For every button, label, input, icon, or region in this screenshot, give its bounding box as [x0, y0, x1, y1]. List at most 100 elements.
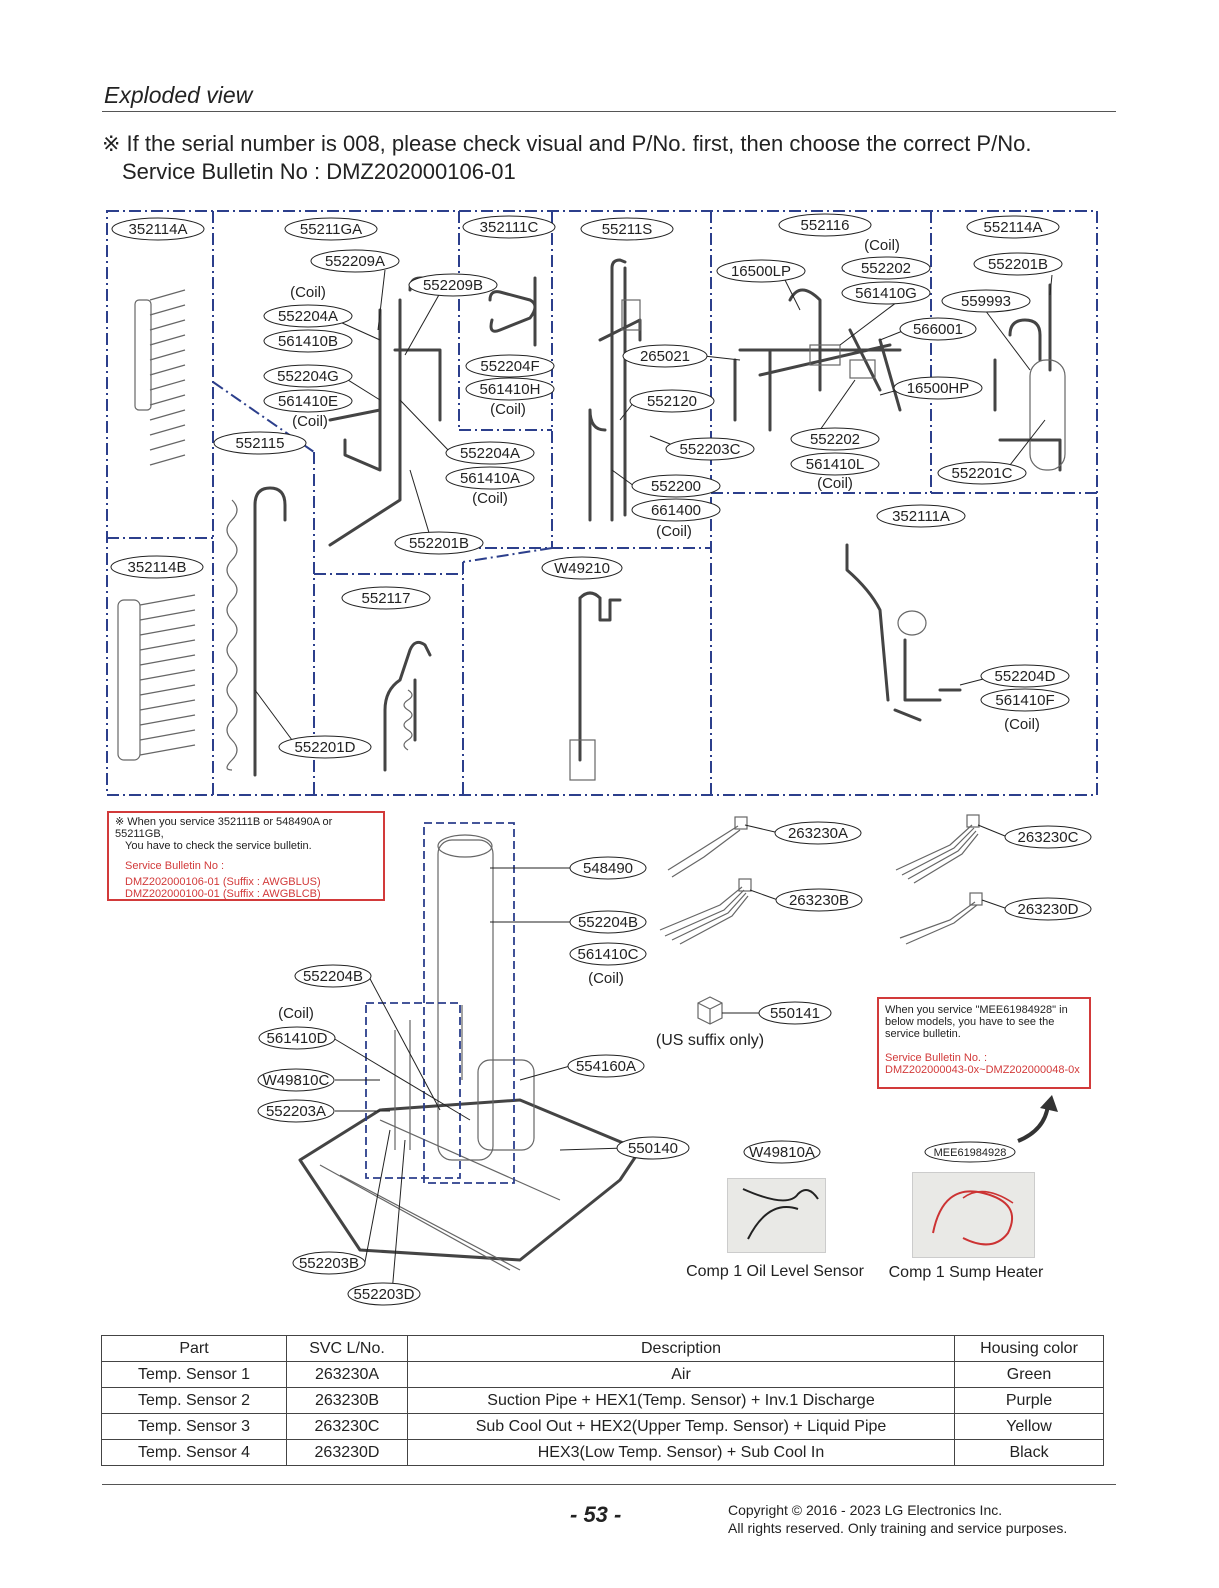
- table-cell: Suction Pipe + HEX1(Temp. Sensor) + Inv.…: [407, 1387, 955, 1414]
- callout-552204F: 552204F: [480, 358, 539, 375]
- callout-548490: 548490: [583, 860, 633, 877]
- callout-552203A: 552203A: [266, 1103, 326, 1120]
- us-suffix-note: (US suffix only): [656, 1032, 764, 1049]
- bulletin-left-sb-title: Service Bulletin No :: [125, 860, 225, 872]
- coil-label: (Coil): [1004, 716, 1040, 733]
- table-cell: Black: [954, 1439, 1104, 1466]
- callout-561410L: 561410L: [806, 456, 864, 473]
- sump-heater-photo: [912, 1172, 1035, 1258]
- oil-sensor-wire-icon: [742, 1188, 819, 1240]
- table-cell: 263230C: [286, 1413, 408, 1440]
- coil-label: (Coil): [817, 475, 853, 492]
- coil-label: (Coil): [290, 284, 326, 301]
- table-cell: Sub Cool Out + HEX2(Upper Temp. Sensor) …: [407, 1413, 955, 1440]
- callout-263230A: 263230A: [788, 825, 848, 842]
- callout-561410E: 561410E: [278, 393, 338, 410]
- callout-552204A: 552204A: [278, 308, 338, 325]
- table-cell: Air: [407, 1361, 955, 1388]
- copyright-line1: Copyright © 2016 - 2023 LG Electronics I…: [728, 1502, 1003, 1518]
- callout-265021: 265021: [640, 348, 690, 365]
- callout-552115: 552115: [236, 435, 285, 452]
- callout-552201C: 552201C: [952, 465, 1013, 482]
- service-bulletin-box-right: When you service "MEE61984928" in below …: [877, 997, 1091, 1089]
- callout-561410F: 561410F: [995, 692, 1054, 709]
- bulletin-right-line2: below models, you have to see the: [885, 1016, 1055, 1028]
- heater-wire-icon: [932, 1190, 1014, 1246]
- callout-552202: 552202: [861, 260, 911, 277]
- callout-552204A: 552204A: [460, 445, 520, 462]
- callout-552204B: 552204B: [303, 968, 363, 985]
- callout-352114B: 352114B: [128, 559, 187, 576]
- callout-552117: 552117: [362, 590, 411, 607]
- table-cell: Yellow: [954, 1413, 1104, 1440]
- callout-263230D: 263230D: [1018, 901, 1079, 918]
- serial-notice: ※ If the serial number is 008, please ch…: [102, 130, 1031, 186]
- callout-MEE61984928: MEE61984928: [934, 1147, 1007, 1159]
- serial-notice-line2: Service Bulletin No : DMZ202000106-01: [122, 159, 516, 184]
- callout-550140: 550140: [628, 1140, 678, 1157]
- callout-263230B: 263230B: [789, 892, 849, 909]
- coil-label: (Coil): [656, 523, 692, 540]
- coil-label: (Coil): [588, 970, 624, 987]
- callout-561410D: 561410D: [267, 1030, 328, 1047]
- table-header: SVC L/No.: [286, 1335, 408, 1362]
- bulletin-right-line3: service bulletin.: [885, 1028, 961, 1040]
- coil-label: (Coil): [864, 237, 900, 254]
- copyright: Copyright © 2016 - 2023 LG Electronics I…: [728, 1501, 1067, 1537]
- table-cell: Temp. Sensor 1: [101, 1361, 287, 1388]
- callout-552203C: 552203C: [680, 441, 741, 458]
- bulletin-right-sb: DMZ202000043-0x~DMZ202000048-0x: [885, 1064, 1080, 1076]
- service-bulletin-box-left: ※ When you service 352111B or 548490A or…: [107, 811, 385, 901]
- callout-16500LP: 16500LP: [731, 263, 791, 280]
- callout-561410A: 561410A: [460, 470, 520, 487]
- callout-W49210: W49210: [554, 560, 610, 577]
- bulletin-left-line1: ※ When you service 352111B or 548490A or…: [115, 816, 333, 840]
- callout-352111A: 352111A: [892, 508, 950, 525]
- callout-552209A: 552209A: [325, 253, 385, 270]
- callout-263230C: 263230C: [1018, 829, 1079, 846]
- callout-561410B: 561410B: [278, 333, 338, 350]
- table-row: Temp. Sensor 3 263230C Sub Cool Out + HE…: [101, 1413, 1104, 1440]
- coil-label: (Coil): [472, 490, 508, 507]
- table-cell: 263230A: [286, 1361, 408, 1388]
- callout-352114A: 352114A: [129, 221, 188, 238]
- table-header-row: Part SVC L/No. Description Housing color: [101, 1335, 1104, 1362]
- page-title: Exploded view: [104, 82, 253, 108]
- bulletin-left-line2: You have to check the service bulletin.: [125, 840, 312, 852]
- callout-W49810A: W49810A: [749, 1144, 815, 1161]
- table-cell: Temp. Sensor 2: [101, 1387, 287, 1414]
- callout-16500HP: 16500HP: [907, 380, 970, 397]
- table-row: Temp. Sensor 1 263230A Air Green: [101, 1361, 1104, 1388]
- callout-552114A: 552114A: [984, 219, 1043, 236]
- footer-rule: [102, 1484, 1116, 1485]
- temp-sensor-table: Part SVC L/No. Description Housing color…: [101, 1335, 1104, 1466]
- callout-552204D: 552204D: [995, 668, 1056, 685]
- bulletin-right-line1: When you service "MEE61984928" in: [885, 1004, 1068, 1016]
- callout-552204G: 552204G: [277, 368, 339, 385]
- callout-552120: 552120: [647, 393, 697, 410]
- table-row: Temp. Sensor 4 263230D HEX3(Low Temp. Se…: [101, 1439, 1104, 1466]
- table-cell: Temp. Sensor 4: [101, 1439, 287, 1466]
- table-cell: Purple: [954, 1387, 1104, 1414]
- table-header: Description: [407, 1335, 955, 1362]
- callout-554160A: 554160A: [576, 1058, 636, 1075]
- copyright-line2: All rights reserved. Only training and s…: [728, 1520, 1068, 1536]
- part-drawings: [117, 258, 1066, 1271]
- page-number: - 53 -: [570, 1502, 622, 1527]
- compressor-boxes: [365, 822, 515, 1184]
- callout-552201D: 552201D: [295, 739, 356, 756]
- table-cell: Green: [954, 1361, 1104, 1388]
- callout-552201B: 552201B: [409, 535, 469, 552]
- callout-559993: 559993: [961, 293, 1011, 310]
- bulletin-left-sb2: DMZ202000100-01 (Suffix : AWGBLCB): [125, 888, 321, 900]
- callout-550141: 550141: [770, 1005, 820, 1022]
- bulletin-right-sb-title: Service Bulletin No. :: [885, 1052, 988, 1064]
- coil-label: (Coil): [278, 1005, 314, 1022]
- callout-561410H: 561410H: [480, 381, 541, 398]
- table-header: Part: [101, 1335, 287, 1362]
- callout-561410G: 561410G: [855, 285, 917, 302]
- callout-552204B: 552204B: [578, 914, 638, 931]
- table-header: Housing color: [954, 1335, 1104, 1362]
- callout-labels: 352114A 55211GA 352111C 55211S 552116 (C…: [110, 213, 1092, 1306]
- table-cell: Temp. Sensor 3: [101, 1413, 287, 1440]
